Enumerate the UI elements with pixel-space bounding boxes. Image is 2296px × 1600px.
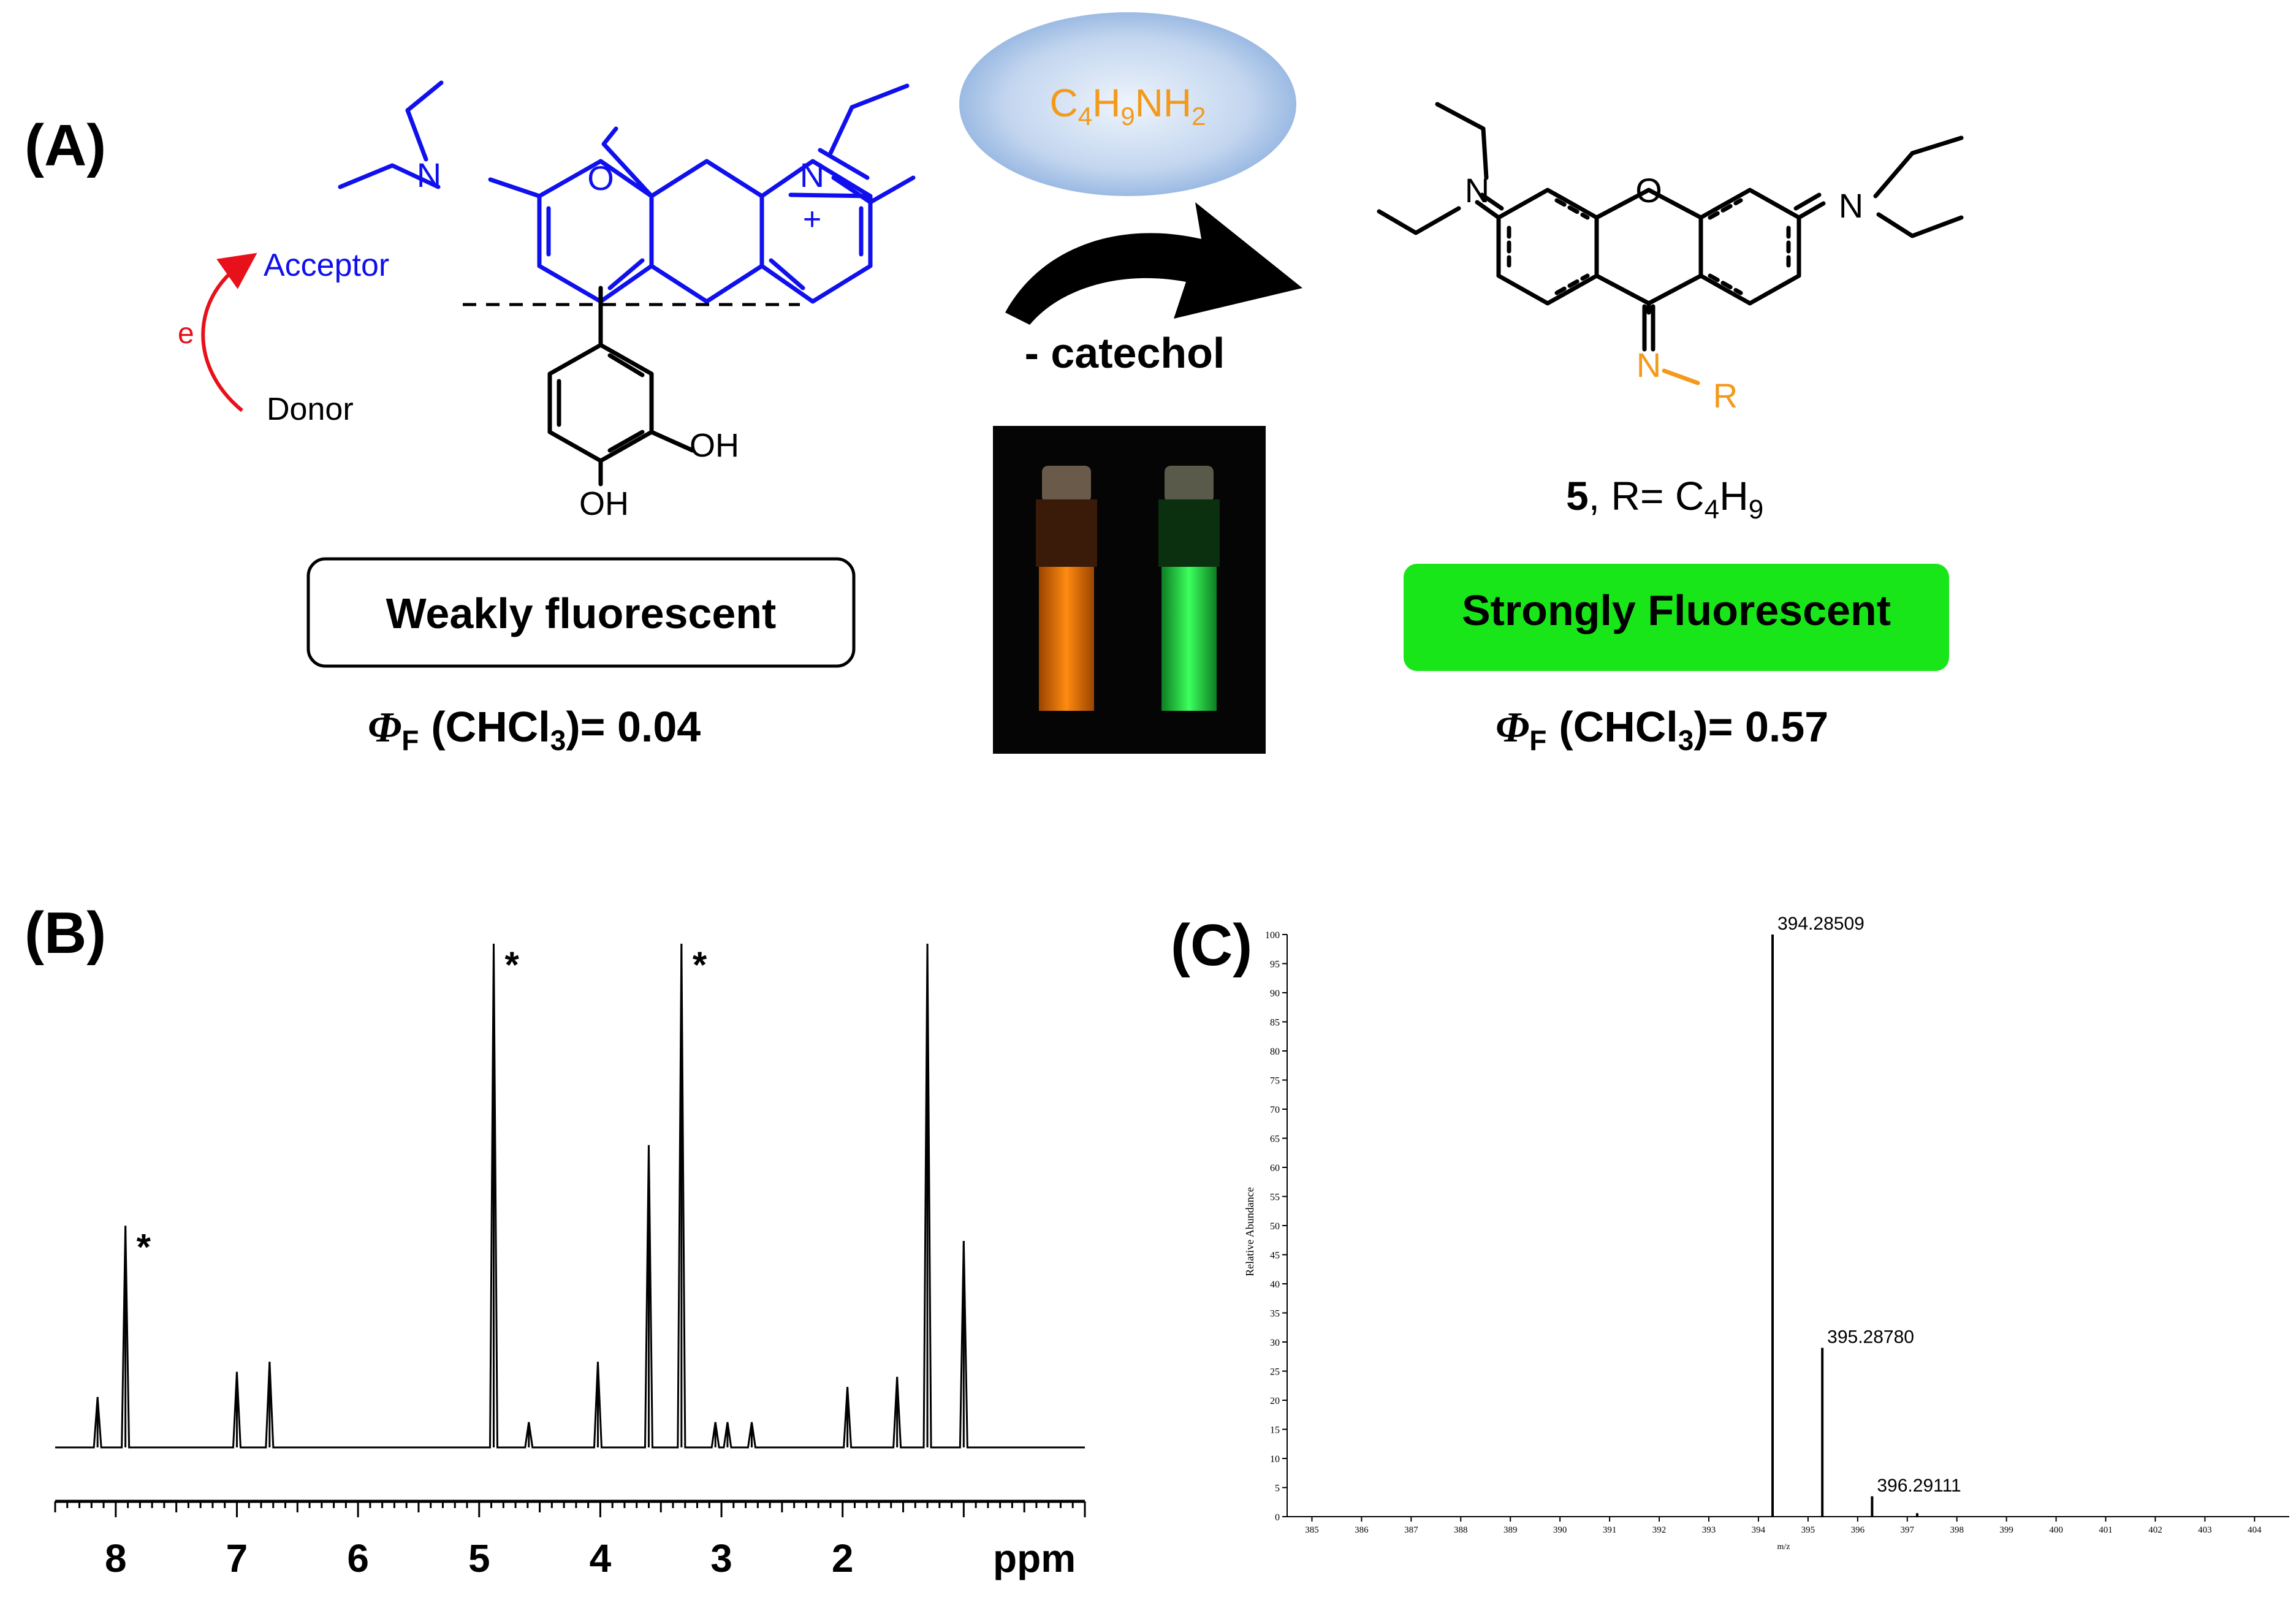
ms-x-tick-label: 386 [1355, 1525, 1369, 1535]
reagent-formula: C4H9NH2 [1050, 81, 1206, 131]
ms-y-tick-label: 40 [1270, 1280, 1280, 1290]
ms-x-tick-label: 393 [1702, 1525, 1716, 1535]
ms-x-tick-label: 402 [2148, 1525, 2162, 1535]
ms-x-tick-label: 394 [1752, 1525, 1766, 1535]
nmr-trace [55, 943, 1085, 1449]
ms-x-tick-label: 385 [1305, 1525, 1319, 1535]
reactant-left-nitrogen: N [417, 156, 441, 194]
ms-x-tick-label: 404 [2248, 1525, 2262, 1535]
reactant-right-nitrogen: N [800, 156, 824, 194]
ms-y-tick-label: 85 [1270, 1018, 1280, 1028]
ms-x-tick-label: 401 [2099, 1525, 2113, 1535]
mass-spectrum: 0 5 10 15 20 25 30 35 40 45 50 55 60 65 70 75 80 85 90 95 10… [1265, 914, 2289, 1535]
ms-peak-label: 396.29111 [1877, 1476, 1961, 1496]
ms-x-tick-label: 395 [1801, 1525, 1815, 1535]
reactant-right-ethyl-groups [828, 83, 916, 205]
ms-y-tick-label: 50 [1270, 1221, 1280, 1232]
ms-y-tick-label: 55 [1270, 1192, 1280, 1203]
nmr-solvent-marker: * [693, 944, 707, 985]
byproduct-label: - catechol [1025, 329, 1225, 377]
ms-y-tick-label: 20 [1270, 1396, 1280, 1406]
ms-x-tick-label: 388 [1454, 1525, 1468, 1535]
green-vial [1158, 466, 1220, 711]
panel-a-label: (A) [25, 113, 106, 178]
ms-x-tick-label: 391 [1603, 1525, 1617, 1535]
product-imine-nitrogen: N [1636, 346, 1661, 384]
ms-y-tick-label: 35 [1270, 1309, 1280, 1319]
ms-y-tick-label: 75 [1270, 1076, 1280, 1086]
ms-x-tick-label: 387 [1404, 1525, 1418, 1535]
strongly-fluorescent-box [1404, 564, 1949, 671]
ms-y-tick-label: 25 [1270, 1367, 1280, 1378]
ms-y-tick-label: 60 [1270, 1163, 1280, 1173]
ms-y-axis-title: Relative Abundance [1244, 1187, 1256, 1276]
ms-y-tick-label: 0 [1275, 1512, 1280, 1523]
weakly-fluorescent-text: Weakly fluorescent [386, 590, 777, 637]
ms-x-tick-label: 390 [1553, 1525, 1567, 1535]
nmr-spectrum: * * * 8 7 6 5 4 3 2 [54, 943, 1086, 1580]
product-left-nitrogen: N [1465, 171, 1489, 210]
reactant-oxygen-atom: O [587, 159, 614, 197]
catechol-ring [547, 286, 695, 487]
ms-y-tick-label: 70 [1270, 1105, 1280, 1115]
ms-x-tick-label: 397 [1901, 1525, 1915, 1535]
ms-x-tick-label: 392 [1652, 1525, 1667, 1535]
donor-label: Donor [267, 392, 354, 427]
nmr-axis-unit: ppm [993, 1536, 1076, 1580]
ms-x-axis-title: m/z [1777, 1542, 1790, 1552]
nmr-tick-label: 7 [226, 1536, 248, 1580]
nmr-tick-label: 8 [105, 1536, 127, 1580]
product-quantum-yield: ΦF(CHCl3)= 0.57 [1496, 703, 1828, 756]
strongly-fluorescent-text: Strongly Fluorescent [1462, 586, 1891, 634]
catechol-oh-meta: OH [690, 427, 739, 464]
ms-y-tick-label: 30 [1270, 1338, 1280, 1348]
nmr-solvent-marker: * [504, 944, 519, 985]
ms-y-tick-label: 80 [1270, 1047, 1280, 1057]
vial-photo [993, 426, 1266, 754]
ms-y-tick-label: 65 [1270, 1134, 1280, 1145]
ms-x-tick-label: 389 [1503, 1525, 1518, 1535]
product-r-group: R [1713, 376, 1738, 415]
product-right-nitrogen: N [1839, 186, 1863, 225]
reactant-quantum-yield: ΦF(CHCl3)= 0.04 [368, 703, 701, 756]
ms-y-tick-label: 100 [1265, 930, 1280, 941]
nmr-tick-label: 6 [347, 1536, 369, 1580]
ms-y-tick-label: 45 [1270, 1251, 1280, 1261]
acceptor-label: Acceptor [264, 248, 389, 283]
ms-y-tick-label: 95 [1270, 960, 1280, 970]
ms-x-tick-label: 403 [2198, 1525, 2212, 1535]
ms-peak-label: 394.28509 [1777, 914, 1865, 934]
reagent-ellipse [959, 12, 1296, 196]
ms-y-tick-label: 15 [1270, 1425, 1280, 1436]
ms-x-tick-label: 396 [1851, 1525, 1865, 1535]
nmr-tick-label: 2 [832, 1536, 854, 1580]
panel-c-label: (C) [1171, 912, 1252, 978]
electron-label: e [178, 317, 194, 350]
electron-transfer-arrow [201, 252, 257, 412]
product-imine-substituent [1662, 368, 1700, 385]
nmr-tick-label: 5 [468, 1536, 490, 1580]
ms-x-tick-label: 400 [2049, 1525, 2063, 1535]
ms-y-tick-label: 10 [1270, 1454, 1280, 1465]
ms-y-tick-label: 5 [1275, 1484, 1280, 1494]
ms-x-tick-label: 398 [1950, 1525, 1964, 1535]
nmr-tick-label: 3 [710, 1536, 732, 1580]
ms-y-tick-label: 90 [1270, 988, 1280, 999]
catechol-oh-para: OH [579, 485, 629, 522]
panel-b-label: (B) [25, 900, 106, 966]
ms-x-tick-label: 399 [1999, 1525, 2013, 1535]
weakly-fluorescent-box [306, 557, 856, 668]
product-oxygen-atom: O [1635, 171, 1662, 210]
reactant-xanthene-core [338, 80, 873, 304]
ms-peak-label: 395.28780 [1827, 1327, 1914, 1348]
reactant-positive-charge: + [803, 202, 821, 237]
product-xanthene-core [1377, 102, 1964, 352]
orange-vial [1036, 466, 1097, 711]
compound-label: 5, R= C4H9 [1566, 473, 1763, 525]
nmr-solvent-marker: * [137, 1226, 151, 1267]
reaction-arrow [1005, 202, 1302, 325]
nmr-tick-label: 4 [590, 1536, 612, 1580]
